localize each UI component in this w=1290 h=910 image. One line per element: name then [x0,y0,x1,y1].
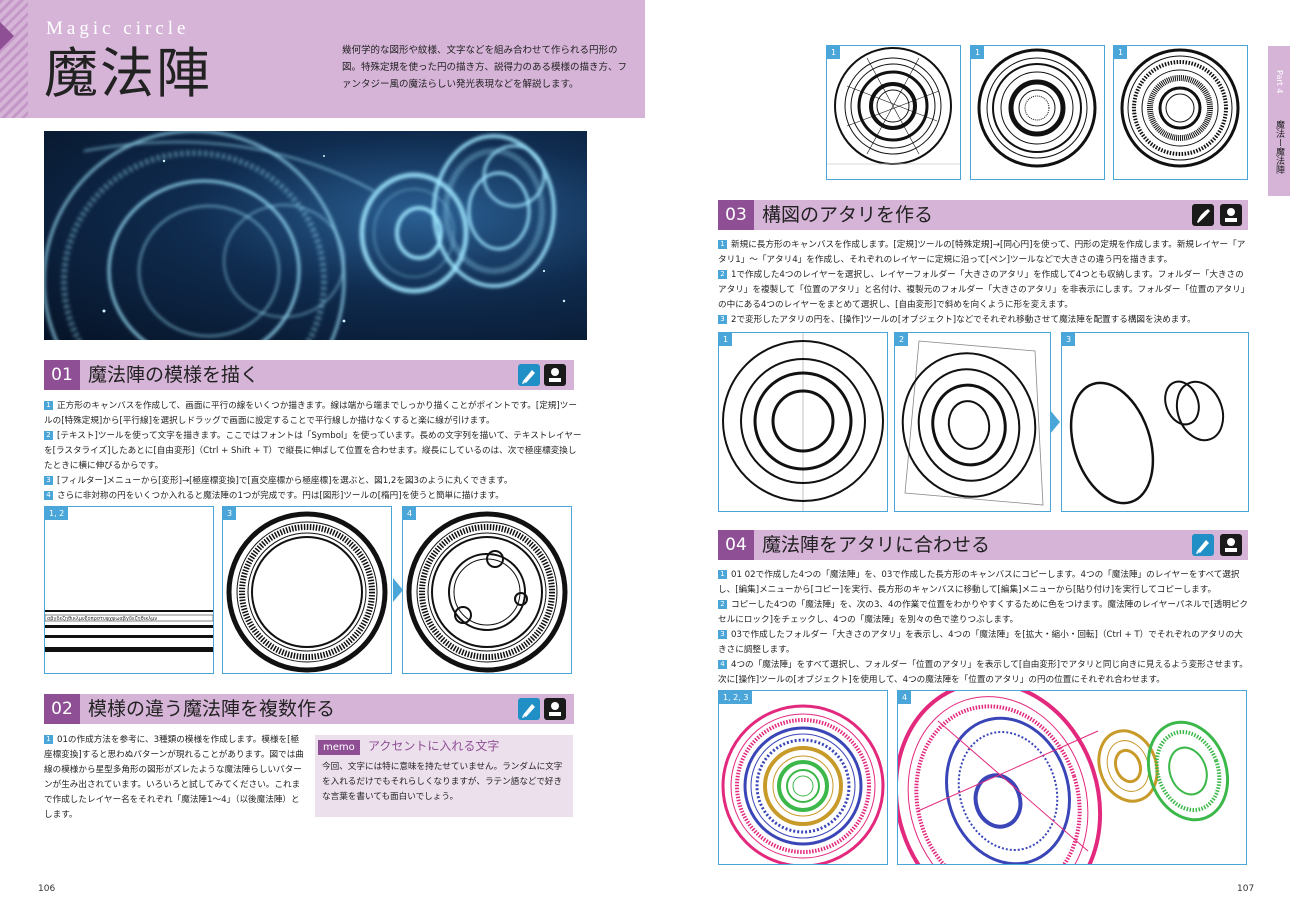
chapter-header [0,0,645,118]
header-corner-mark [0,22,14,50]
pen-tool-icon [518,698,540,720]
figure-04-4: 4 [897,690,1247,865]
memo-title: アクセントに入れる文字 [368,739,500,753]
figure-03-2: 2 [894,332,1051,512]
stamp-tool-icon [1220,534,1242,556]
side-tab [1268,46,1290,196]
stamp-tool-icon [1220,204,1242,226]
chapter-title: 魔法陣 [44,42,212,105]
arrow-right-icon [393,578,403,602]
figure-03-top-2: 1 [970,45,1105,180]
memo-text: 今回、文字には特に意味を持たせていません。ランダムに文字を入れるだけでもそれらし… [322,762,563,802]
section-01-title: 魔法陣の模様を描く [88,364,260,386]
chapter-subtitle: Magic circle [46,18,190,39]
page-number-right: 107 [1237,884,1255,894]
figure-03-1: 1 [718,332,888,512]
section-03-title: 構図のアタリを作る [762,204,934,226]
header-stripe [0,0,28,118]
figure-03-top-1: 1 [826,45,961,180]
side-tab-part: Part 4 [1275,70,1284,94]
figure-01-4: 4 [402,506,572,674]
figure-01-12: 1, 2 αβγδεζηθικλμνξοπρστυφχψωαβγδεζηθικλ… [44,506,214,674]
stamp-tool-icon [544,364,566,386]
hero-image [44,131,587,340]
section-01-number: 01 [44,360,80,390]
section-02-header: 02 模様の違う魔法陣を複数作る [44,694,574,724]
section-04-title: 魔法陣をアタリに合わせる [762,534,991,556]
stamp-tool-icon [544,698,566,720]
pen-tool-icon [518,364,540,386]
figure-04-123: 1, 2, 3 [718,690,888,865]
side-tab-label: 魔法ー魔法陣 [1274,120,1284,174]
step-item: 3[フィルター]メニューから[変形]→[極座標変換]で[直交座標から極座標]を選… [44,474,584,489]
section-03-header: 03 構図のアタリを作る [718,200,1248,230]
chapter-intro: 幾何学的な図形や紋様、文字などを組み合わせて作られる円形の図。特殊定規を使った円… [342,45,628,90]
svg-text:αβγδεζηθικλμνξοπρστυφχψωαβγδεζ: αβγδεζηθικλμνξοπρστυφχψωαβγδεζηθικλμν [47,616,157,622]
brush-tool-icon [1192,204,1214,226]
section-04-number: 04 [718,530,754,560]
figure-03-3: 3 [1061,332,1249,512]
figure-01-3: 3 [222,506,392,674]
section-02-number: 02 [44,694,80,724]
arrow-right-icon [1050,410,1060,434]
page-number-left: 106 [38,884,56,894]
section-03-number: 03 [718,200,754,230]
figure-03-top-3: 1 [1113,45,1248,180]
section-04-header: 04 魔法陣をアタリに合わせる [718,530,1248,560]
pen-tool-icon [1192,534,1214,556]
section-01-header: 01 魔法陣の模様を描く [44,360,574,390]
section-02-title: 模様の違う魔法陣を複数作る [88,698,336,720]
memo-tag: memo [318,740,360,755]
step-item: 2[テキスト]ツールを使って文字を描きます。ここではフォントは「Symbol」を… [44,431,582,471]
